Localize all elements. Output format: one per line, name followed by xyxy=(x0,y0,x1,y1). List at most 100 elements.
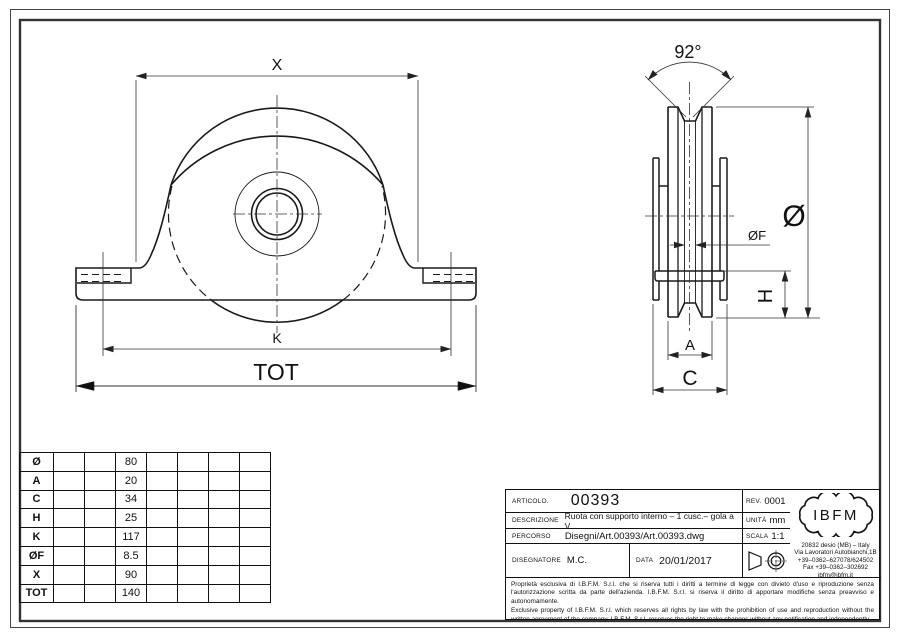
wheel-bottom-v xyxy=(668,302,712,318)
empty-cell xyxy=(208,527,240,547)
dim-diameter-label: Ø xyxy=(782,200,805,233)
descrizione-value: Ruota con supporto interno – 1 cusc.– go… xyxy=(564,513,734,529)
empty-cell xyxy=(146,452,178,472)
wheel-hidden-arc-right xyxy=(342,185,387,301)
wheel-inner-edges xyxy=(677,107,703,317)
empty-cell xyxy=(177,583,209,604)
dome-outer-arc xyxy=(170,107,384,186)
rev-label: REV. xyxy=(746,497,762,505)
empty-cell xyxy=(239,583,271,604)
disegnatore-cell: DISEGNATORE M.C. xyxy=(506,544,630,578)
descrizione-label: DESCRIZIONE xyxy=(512,517,559,524)
dim-value: 117 xyxy=(115,527,147,547)
groove-bottom-edges xyxy=(684,121,696,303)
empty-cell xyxy=(239,452,271,472)
empty-cell xyxy=(53,452,85,472)
projection-symbol-cell xyxy=(743,544,790,578)
empty-cell xyxy=(53,545,85,566)
scala-label: SCALA xyxy=(746,532,769,540)
empty-cell xyxy=(53,583,85,604)
dim-x xyxy=(135,72,419,262)
scala-cell: SCALA 1:1 xyxy=(743,529,790,544)
dim-label: X xyxy=(19,564,54,585)
empty-cell xyxy=(84,527,116,547)
empty-cell xyxy=(239,489,271,510)
empty-cell xyxy=(177,545,209,566)
empty-cell xyxy=(84,452,116,472)
percorso-value: Disegni/Art.00393/Art.00393.dwg xyxy=(564,530,705,542)
empty-cell xyxy=(177,489,209,510)
dim-h xyxy=(722,270,791,319)
dim-k-label: K xyxy=(272,330,282,346)
empty-cell xyxy=(146,583,178,604)
side-view: 92° Ø ØF H A C xyxy=(644,42,820,395)
dim-label: H xyxy=(19,508,54,529)
dim-value: 8.5 xyxy=(115,545,147,566)
disclaimer-cell: Proprietà esclusiva di I.B.F.M. S.r.l. c… xyxy=(506,578,879,619)
company-address-1: 20832 desio (MB) – Italy xyxy=(801,542,870,549)
percorso-cell: PERCORSO Disegni/Art.00393/Art.00393.dwg xyxy=(506,529,743,544)
articolo-label: ARTICOLO. xyxy=(512,497,549,505)
empty-cell xyxy=(177,470,209,491)
table-row: TOT 140 xyxy=(19,583,271,604)
disclaimer-italian: Proprietà esclusiva di I.B.F.M. S.r.l. c… xyxy=(511,581,874,605)
empty-cell xyxy=(208,452,240,472)
empty-cell xyxy=(84,489,116,510)
data-cell: DATA 20/01/2017 xyxy=(630,544,743,578)
articolo-value: 00393 xyxy=(570,492,621,509)
unita-label: UNITÀ xyxy=(746,517,767,524)
disclaimer-english: Exclusive property of I.B.F.M. S.r.l. wh… xyxy=(511,607,874,619)
unita-cell: UNITÀ mm xyxy=(743,513,790,529)
dim-value: 25 xyxy=(115,508,147,529)
dim-tot xyxy=(75,305,477,392)
empty-cell xyxy=(208,545,240,566)
dim-label: A xyxy=(19,470,54,491)
dim-value: 34 xyxy=(115,489,147,510)
dome-inner-arc xyxy=(170,135,384,186)
slot-hidden-right xyxy=(433,273,473,283)
dim-diameter xyxy=(716,106,820,319)
empty-cell xyxy=(53,564,85,585)
title-block: ARTICOLO. 00393 REV. 0001 DESCRIZIONE Ru… xyxy=(505,489,881,620)
dim-angle xyxy=(644,61,735,118)
company-email: ibfm@ibfm.it xyxy=(817,571,854,578)
dim-value: 140 xyxy=(115,583,147,604)
dim-c-label: C xyxy=(682,367,697,390)
dim-label: ØF xyxy=(19,545,54,566)
wheel-outer-edges xyxy=(667,107,713,317)
company-address-2: Via Lavoratori Autobianchi,1B xyxy=(794,549,877,557)
dim-h-label: H xyxy=(755,289,777,303)
disegnatore-value: M.C. xyxy=(566,555,587,566)
empty-cell xyxy=(53,489,85,510)
front-view: X K TOT xyxy=(75,57,477,392)
empty-cell xyxy=(239,564,271,585)
empty-cell xyxy=(208,489,240,510)
dim-label: TOT xyxy=(19,583,54,604)
empty-cell xyxy=(84,583,116,604)
empty-cell xyxy=(53,470,85,491)
empty-cell xyxy=(208,564,240,585)
left-flange-step xyxy=(77,268,132,284)
dim-angle-label: 92° xyxy=(674,42,701,62)
descrizione-cell: DESCRIZIONE Ruota con supporto interno –… xyxy=(506,513,743,529)
company-phone: +39–0362–627078/624502 xyxy=(797,556,874,564)
company-name: IBFM xyxy=(813,507,859,524)
dim-bore-label: ØF xyxy=(748,228,766,243)
empty-cell xyxy=(177,527,209,547)
empty-cell xyxy=(239,508,271,529)
empty-cell xyxy=(146,489,178,510)
percorso-label: PERCORSO xyxy=(512,532,551,540)
table-row: ØF 8.5 xyxy=(19,545,271,566)
empty-cell xyxy=(84,564,116,585)
base-plate-outline xyxy=(75,267,477,301)
dim-a-label: A xyxy=(685,337,695,354)
empty-cell xyxy=(146,527,178,547)
empty-cell xyxy=(84,545,116,566)
